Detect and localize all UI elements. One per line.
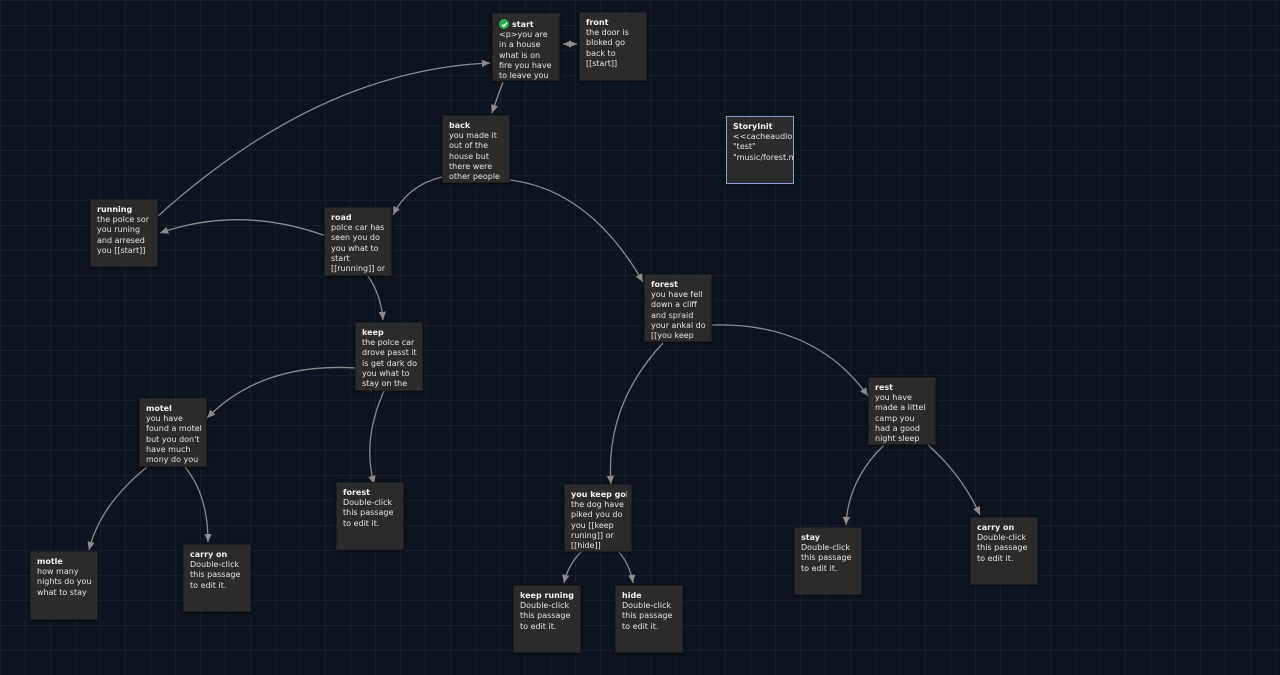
passage-excerpt: polce car has seen you do you what to st… [331,223,386,275]
passage-title: keep runing [520,591,574,600]
passage-excerpt: Double-click this passage to edit it. [190,560,243,590]
passage-start-title-row: start [499,19,555,30]
passage-excerpt: the dog have piked you do you [[keep run… [571,500,627,551]
passage-excerpt: Double-click this passage to edit it. [977,533,1030,563]
passage-keep-runing[interactable]: keep runing Double-click this passage to… [513,585,581,653]
passage-title: forest [343,488,370,497]
passage-forest[interactable]: forest you have fell down a cliff and sp… [644,274,712,342]
passage-excerpt: Double-click this passage to edit it. [520,601,573,631]
passage-excerpt: the polce sor you runing and arresed you… [97,215,152,255]
link-forest-youkeepgoing [606,342,664,485]
passage-excerpt: you made it out of the house but there w… [449,131,500,182]
passage-title: you keep going [571,490,627,499]
link-back-road [392,176,443,216]
link-youkeepgoing-keeprunning [562,551,582,584]
passage-excerpt: how many nights do you what to stay [37,567,95,597]
passage-excerpt: Double-click this passage to edit it. [801,543,854,573]
link-rest-stay [842,444,885,526]
passage-running[interactable]: running the polce sor you runing and arr… [90,199,158,267]
passage-road[interactable]: road polce car has seen you do you what … [324,207,392,276]
passage-title: forest [651,280,678,289]
passage-title: StoryInit [733,122,773,131]
passage-you-keep-going[interactable]: you keep going the dog have piked you do… [564,484,632,552]
passage-forest-empty[interactable]: forest Double-click this passage to edit… [336,482,404,550]
link-road-keep [367,275,386,321]
link-back-forest [509,179,644,283]
passage-hide[interactable]: hide Double-click this passage to edit i… [615,585,683,653]
link-forest-rest [711,324,869,397]
link-road-running [159,219,327,237]
passage-title: start [512,20,534,29]
passage-excerpt: the door is bloked go back to [[start]] [586,28,632,68]
passage-excerpt: you have found a motel but you don't hav… [146,414,202,466]
link-keep-forest [368,390,385,485]
rocket-check-icon [499,19,509,29]
link-motel-motle [87,466,148,551]
passage-stay[interactable]: stay Double-click this passage to edit i… [794,527,862,595]
link-keep-motel [206,366,357,419]
passage-carry-on-right[interactable]: carry on Double-click this passage to ed… [970,517,1038,585]
passage-title: running [97,205,133,214]
passage-motel[interactable]: motel you have found a motel but you don… [139,398,207,467]
passage-excerpt: <<cacheaudio "test" "music/forest.mp [733,132,793,162]
passage-title: keep [362,328,384,337]
link-start-back [491,81,504,114]
passage-title: front [586,18,609,27]
passage-excerpt: you have fell down a cliff and spraid yo… [651,290,706,341]
passage-keep[interactable]: keep the polce car drove passt it is get… [355,322,423,391]
passage-title: motle [37,557,63,566]
passage-excerpt: you have made a littel camp you had a go… [875,393,926,444]
passage-title: back [449,121,471,130]
passage-excerpt: Double-click this passage to edit it. [622,601,675,631]
passage-rest[interactable]: rest you have made a littel camp you had… [868,377,936,445]
passage-title: motel [146,404,172,413]
passage-excerpt: Double-click this passage to edit it. [343,498,396,528]
link-youkeepgoing-hide [618,551,636,584]
passage-title: hide [622,591,642,600]
link-rest-carryon [927,444,981,516]
passage-start[interactable]: start <p>you are in a house what is on f… [492,13,560,81]
passage-motle[interactable]: motle how many nights do you what to sta… [30,551,98,620]
link-running-start [157,59,491,217]
passage-excerpt: the polce car drove passt it is get dark… [362,338,418,390]
passage-front[interactable]: front the door is bloked go back to [[st… [579,12,647,81]
link-motel-carryon [184,466,212,543]
passage-title: road [331,213,352,222]
passage-title: carry on [190,550,228,559]
passage-storyinit[interactable]: StoryInit <<cacheaudio "test" "music/for… [726,116,794,184]
passage-title: stay [801,533,820,542]
passage-title: carry on [977,523,1015,532]
passage-title: rest [875,383,893,392]
passage-excerpt: <p>you are in a house what is on fire yo… [499,30,552,81]
passage-back[interactable]: back you made it out of the house but th… [442,115,510,183]
passage-carry-on-left[interactable]: carry on Double-click this passage to ed… [183,544,251,612]
